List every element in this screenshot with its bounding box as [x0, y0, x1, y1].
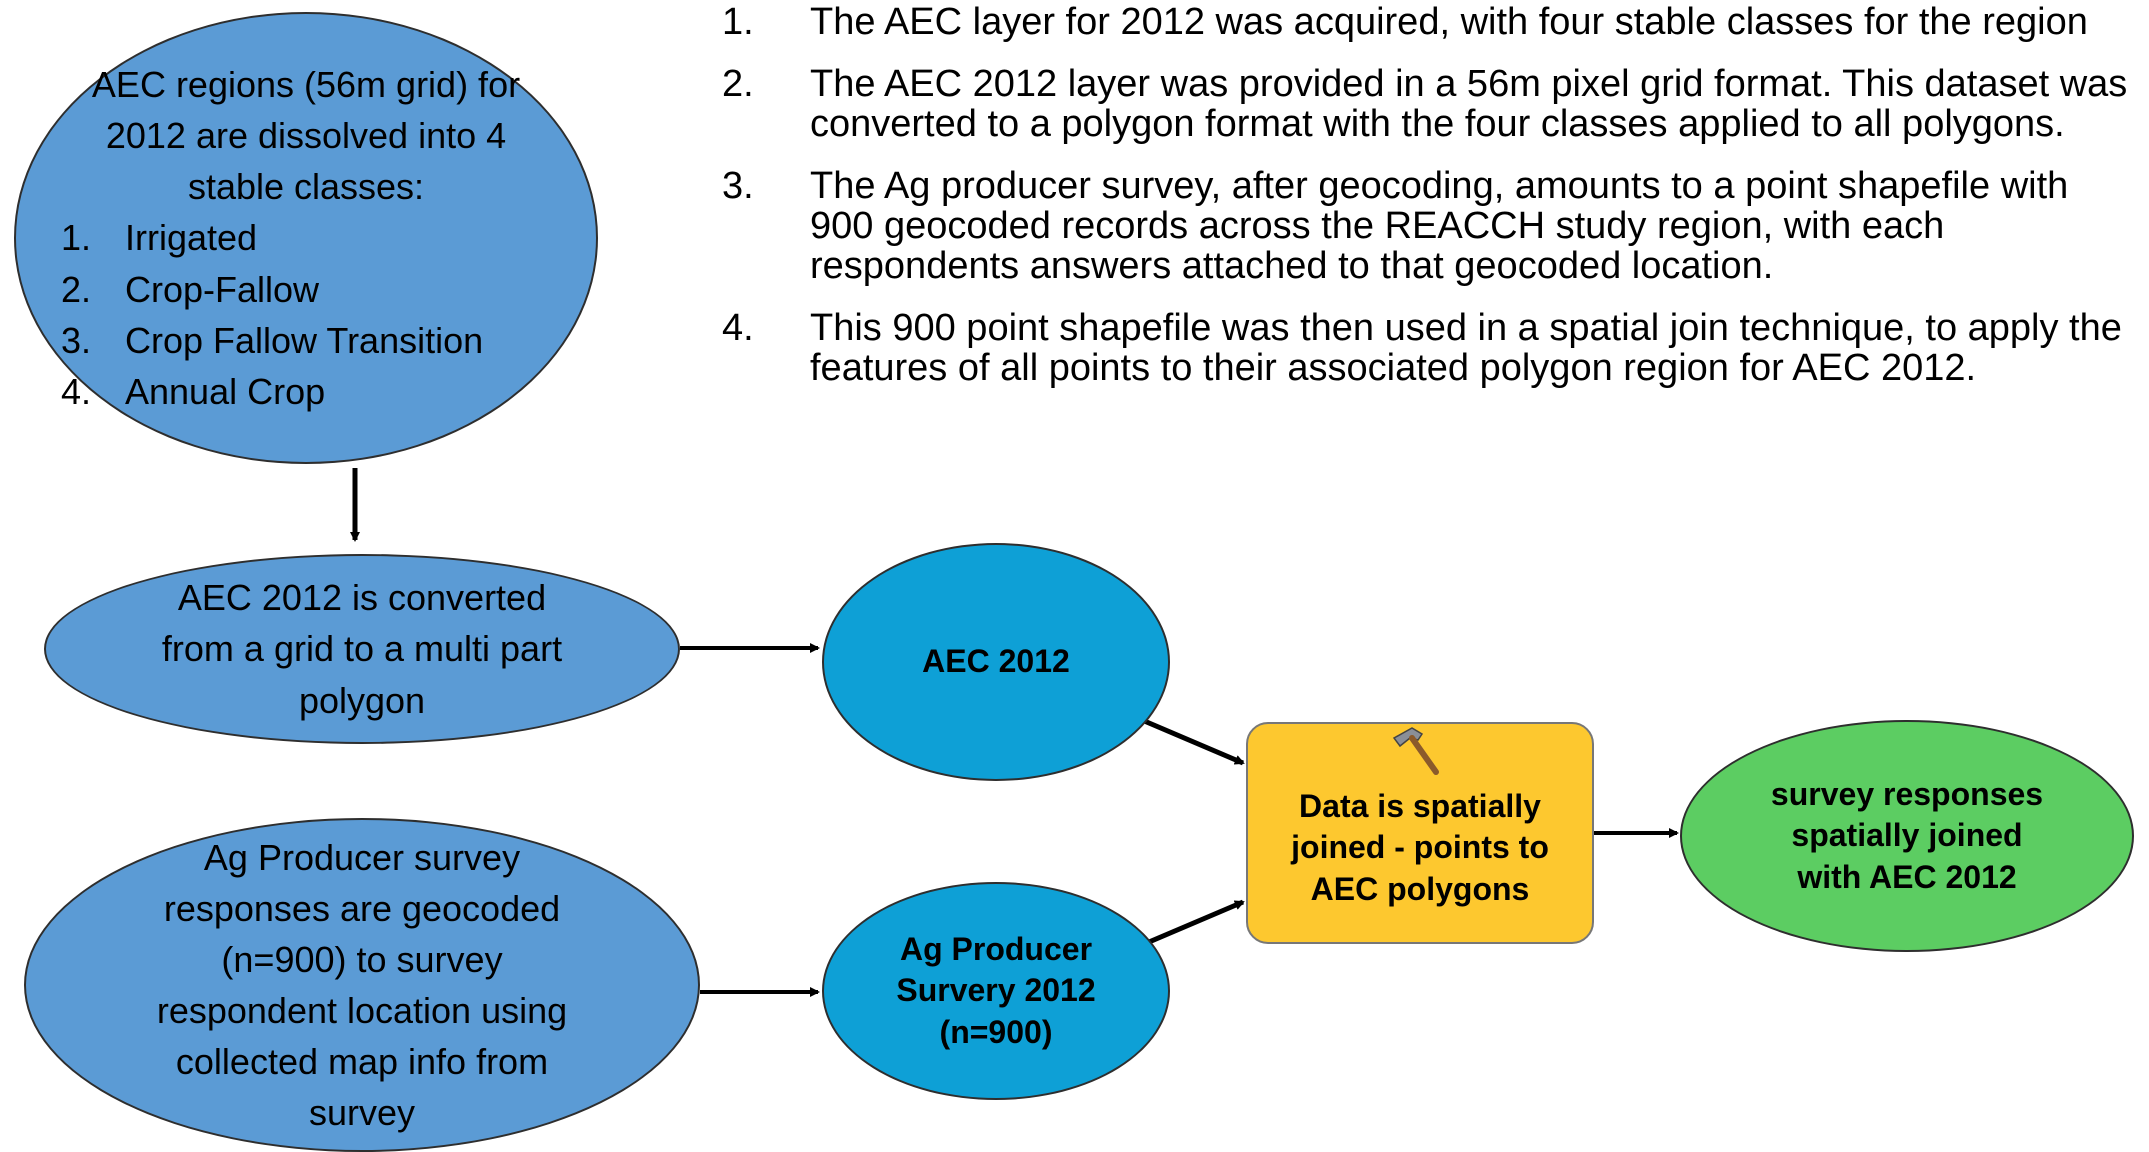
aec2012-data-ellipse[interactable]: AEC 2012 [822, 543, 1170, 781]
arrow-aec2012-to-join [1141, 717, 1245, 766]
aec-regions-ellipse[interactable]: AEC regions (56m grid) for 2012 are diss… [14, 12, 598, 464]
hammer-icon [1392, 727, 1439, 775]
step-item: 4.This 900 point shapefile was then used… [722, 307, 2122, 389]
output-result-label: survey responses spatially joined with A… [1770, 775, 2044, 895]
ag-survey-label: Ag Producer Survery 2012 (n=900) [896, 930, 1096, 1050]
aec-regions-intro: AEC regions (56m grid) for 2012 are diss… [91, 64, 521, 208]
survey-geocode-label: Ag Producer survey responses are geocode… [156, 836, 568, 1134]
step-item: 1.The AEC layer for 2012 was acquired, w… [722, 1, 2088, 43]
arrow-survey-to-join [1141, 899, 1245, 948]
spatial-join-label: Data is spatially joined - points to AEC… [1291, 787, 1549, 907]
class-item: 3.Crop Fallow Transition [61, 319, 484, 361]
class-item: 1.Irrigated [61, 217, 258, 259]
process-steps-list: 1.The AEC layer for 2012 was acquired, w… [722, 2, 2142, 410]
aec2012-label: AEC 2012 [922, 643, 1070, 680]
spatial-join-tool-box[interactable]: Data is spatially joined - points to AEC… [1246, 722, 1594, 944]
output-result-ellipse[interactable]: survey responses spatially joined with A… [1680, 720, 2134, 952]
class-item: 2.Crop-Fallow [61, 268, 320, 310]
step-item: 2.The AEC 2012 layer was provided in a 5… [722, 63, 2128, 145]
aec-classes-list: 1.Irrigated 2.Crop-Fallow 3.Crop Fallow … [61, 212, 521, 416]
survey-geocode-ellipse[interactable]: Ag Producer survey responses are geocode… [24, 818, 700, 1152]
ag-survey-data-ellipse[interactable]: Ag Producer Survery 2012 (n=900) [822, 882, 1170, 1100]
convert-grid-label: AEC 2012 is converted from a grid to a m… [161, 577, 563, 721]
class-item: 4.Annual Crop [61, 370, 326, 412]
step-item: 3.The Ag producer survey, after geocodin… [722, 165, 2069, 287]
convert-grid-ellipse[interactable]: AEC 2012 is converted from a grid to a m… [44, 554, 680, 744]
